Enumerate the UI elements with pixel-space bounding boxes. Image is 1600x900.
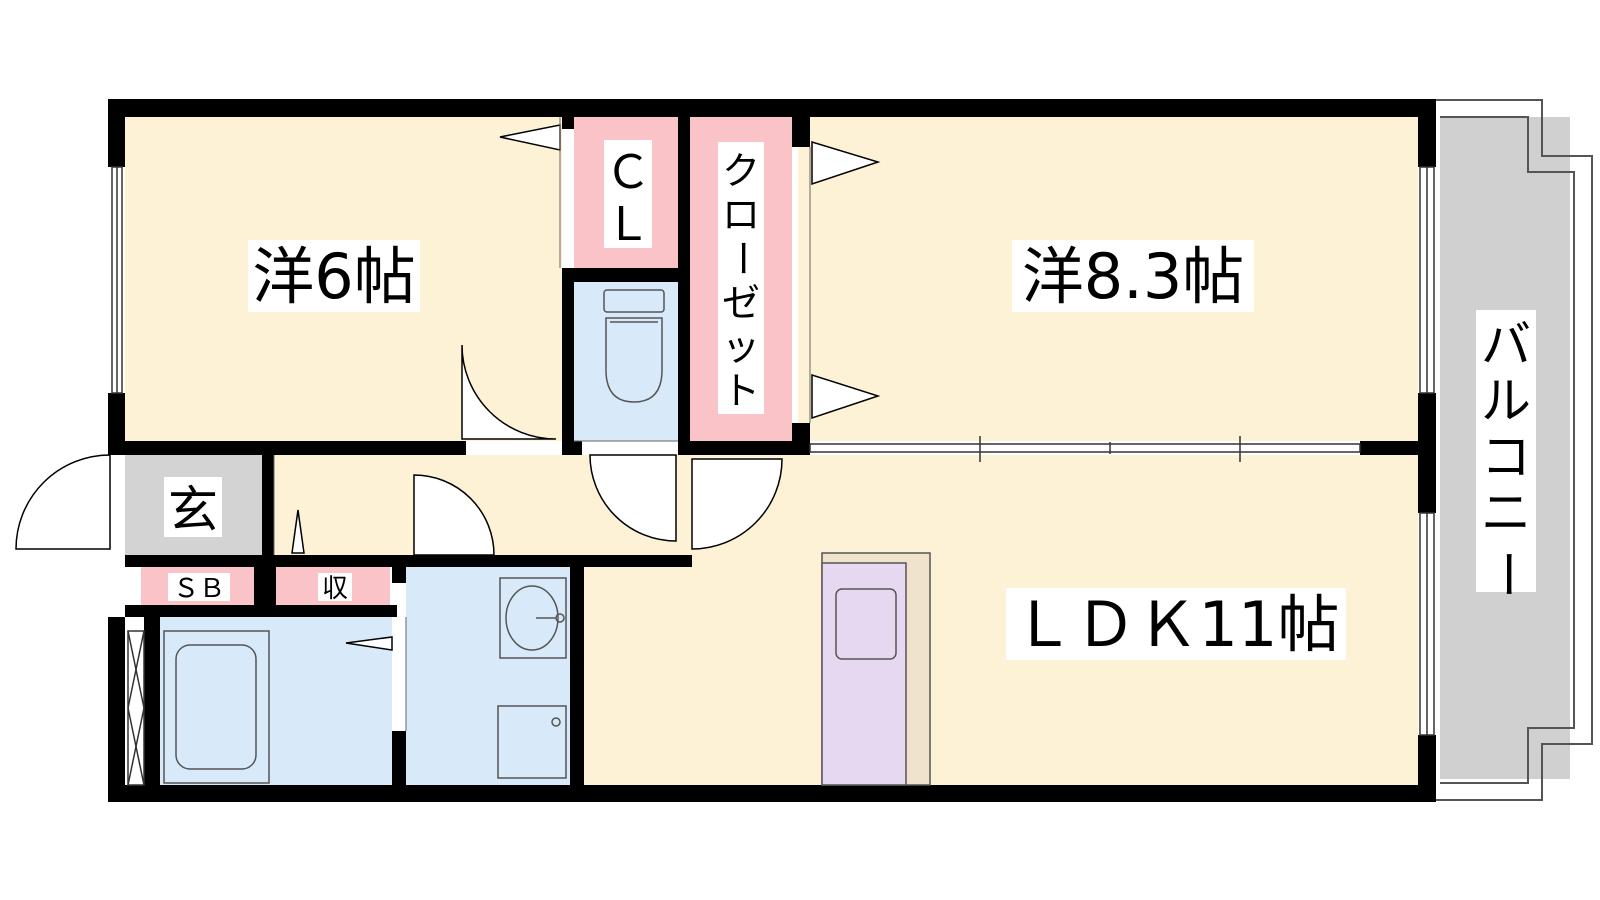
label-bg-entrance bbox=[164, 477, 222, 537]
label-bg-balcony bbox=[1476, 310, 1536, 592]
label-bg-storage bbox=[318, 573, 352, 601]
toilet-fixture bbox=[603, 289, 665, 403]
closet-cl-label-c: Ｃ bbox=[605, 145, 651, 199]
washing-machine-fixture bbox=[497, 705, 567, 779]
label-bg-cl bbox=[604, 140, 652, 248]
closet-char: ク bbox=[722, 149, 760, 193]
balcony-char: ニ bbox=[1481, 484, 1531, 542]
label-bg-sb bbox=[168, 573, 230, 601]
balcony-char: ー bbox=[1478, 549, 1536, 599]
balcony-char: バ bbox=[1481, 316, 1531, 374]
doors bbox=[15, 344, 783, 560]
bathtub-fixture bbox=[163, 630, 270, 784]
balcony-outline bbox=[1426, 99, 1593, 801]
label-bg-closet bbox=[718, 142, 764, 414]
windows bbox=[111, 166, 1435, 786]
balcony-label: バ ル コ ニ ー bbox=[1478, 316, 1536, 599]
closet-char: ト bbox=[722, 369, 760, 413]
balcony-char: ル bbox=[1481, 372, 1531, 430]
washbasin-fixture bbox=[499, 577, 567, 659]
closet-char: ゼ bbox=[722, 281, 760, 325]
western-room-2-label: 洋8.3帖 bbox=[1022, 240, 1245, 313]
ldk-floor-upper bbox=[692, 455, 1418, 565]
washroom-door bbox=[413, 474, 495, 556]
closet-char: ッ bbox=[722, 325, 760, 369]
shoe-box-label: ＳＢ bbox=[173, 574, 225, 604]
ldk-label: ＬＤＫ11帖 bbox=[1013, 588, 1340, 661]
kitchen-fixture bbox=[821, 552, 931, 786]
closet-char: ロ bbox=[722, 193, 760, 237]
bedroom-1-door bbox=[461, 344, 557, 440]
entrance-door bbox=[15, 454, 111, 550]
ldk-door bbox=[691, 458, 783, 550]
closet-char: ー bbox=[720, 239, 764, 277]
label-bg-room-2 bbox=[1012, 240, 1254, 312]
storage-label: 収 bbox=[322, 574, 348, 604]
toilet-door bbox=[589, 454, 677, 542]
washroom bbox=[406, 567, 570, 785]
balcony-char: コ bbox=[1481, 428, 1531, 486]
sliding-wedges bbox=[276, 124, 881, 651]
label-bg-room-1 bbox=[248, 240, 420, 312]
western-room-1-label: 洋6帖 bbox=[252, 240, 415, 313]
entrance-label: 玄 bbox=[168, 481, 218, 539]
toilet-room bbox=[574, 282, 678, 441]
thin-frames bbox=[273, 117, 811, 731]
closet-cl-label-l: Ｌ bbox=[605, 197, 651, 251]
label-bg-ldk bbox=[1006, 588, 1346, 660]
closet-vertical-label: ク ロ ー ゼ ッ ト bbox=[720, 149, 764, 413]
